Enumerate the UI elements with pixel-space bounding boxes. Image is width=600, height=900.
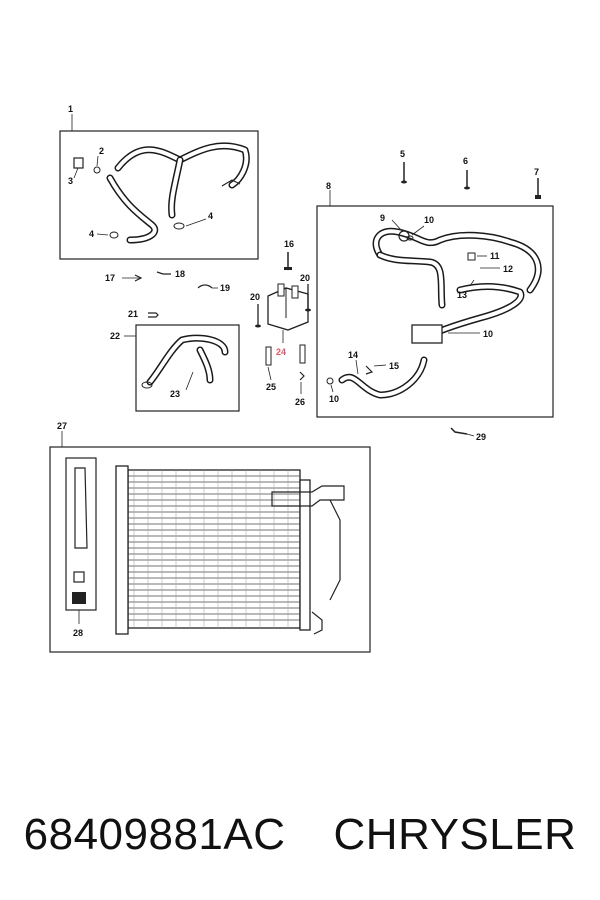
callout-3: 3	[68, 176, 73, 186]
callout-20b: 20	[300, 273, 310, 283]
callout-5: 5	[400, 149, 405, 159]
callout-7: 7	[534, 167, 539, 177]
callout-10c: 10	[329, 394, 339, 404]
callout-26: 26	[295, 397, 305, 407]
callout-11: 11	[490, 251, 500, 261]
brand-name: CHRYSLER	[333, 810, 577, 859]
callout-21: 21	[128, 309, 138, 319]
assembly-8-frame	[316, 205, 554, 418]
callout-14: 14	[348, 350, 358, 360]
part-number: 68409881AC	[23, 810, 286, 859]
callout-23: 23	[170, 389, 180, 399]
valve-block-group: 16 24 20 20 25 26	[250, 239, 311, 407]
callout-18: 18	[175, 269, 185, 279]
valve-block	[267, 287, 309, 331]
callout-12: 12	[503, 264, 513, 274]
callout-4b: 4	[208, 211, 213, 221]
callout-27: 27	[57, 421, 67, 431]
assembly-22-frame	[135, 324, 240, 412]
callout-24: 24	[276, 347, 286, 357]
fitting-3	[73, 157, 84, 169]
callout-22: 22	[110, 331, 120, 341]
callout-6: 6	[463, 156, 468, 166]
o-ring-2	[93, 166, 101, 174]
assembly-8-group: 8 9 10 11 12 13 10 14 15 10	[316, 181, 554, 418]
o-ring-4a	[109, 231, 119, 239]
receiver-drier-frame	[65, 457, 97, 611]
o-ring-4b	[173, 222, 185, 230]
condenser-frame	[49, 446, 371, 653]
callout-28: 28	[73, 628, 83, 638]
callout-4a: 4	[89, 229, 94, 239]
assembly-1-group: 1 3 2 4 4	[59, 104, 259, 260]
callout-16: 16	[284, 239, 294, 249]
callout-2: 2	[99, 146, 104, 156]
callout-25: 25	[266, 382, 276, 392]
part-caption: 68409881AC CHRYSLER	[0, 790, 600, 880]
callout-10a: 10	[424, 215, 434, 225]
callout-20a: 20	[250, 292, 260, 302]
callout-13: 13	[457, 290, 467, 300]
callout-15: 15	[389, 361, 399, 371]
callout-1: 1	[68, 104, 73, 114]
parts-diagram: 1 3 2 4 4 17 18 19 21 5	[49, 104, 554, 653]
callout-17: 17	[105, 273, 115, 283]
callout-8: 8	[326, 181, 331, 191]
callout-19: 19	[220, 283, 230, 293]
callout-29: 29	[476, 432, 486, 442]
condenser-fins	[128, 470, 300, 628]
loose-parts: 17 18 19 21 5 6 7 29	[105, 149, 541, 442]
assembly-1-frame	[59, 130, 259, 260]
assembly-22-group: 22 23	[110, 324, 240, 412]
callout-9: 9	[380, 213, 385, 223]
callout-10b: 10	[483, 329, 493, 339]
condenser-group: 27 28	[49, 421, 371, 653]
